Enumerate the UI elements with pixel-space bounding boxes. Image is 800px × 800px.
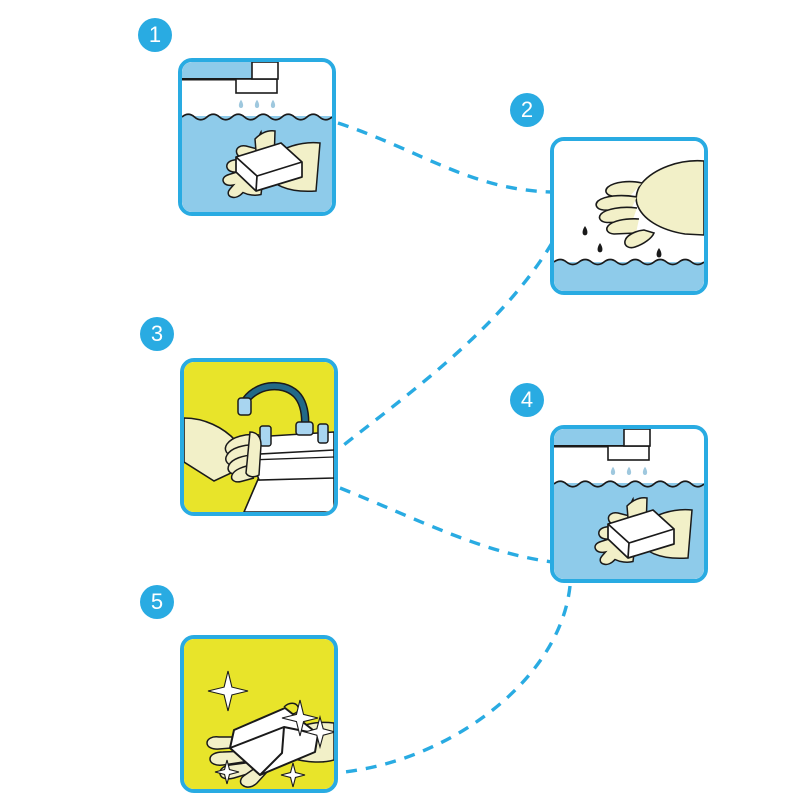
step-panel-3[interactable]: [180, 358, 338, 516]
step-badge-1: 1: [138, 18, 172, 52]
connector-3-to-4: [339, 486, 553, 564]
connector-2-to-3: [338, 242, 554, 450]
connector-1-to-2: [337, 121, 553, 194]
step-panel-4[interactable]: [550, 425, 708, 583]
connector-4-to-5: [343, 585, 572, 774]
step-panel-2[interactable]: [550, 137, 708, 295]
step-panel-1[interactable]: [178, 58, 336, 216]
step-panel-5[interactable]: [180, 635, 338, 793]
step-badge-4: 4: [510, 383, 544, 417]
step-badge-2: 2: [510, 93, 544, 127]
step-badge-5: 5: [140, 585, 174, 619]
step-badge-3: 3: [140, 317, 174, 351]
